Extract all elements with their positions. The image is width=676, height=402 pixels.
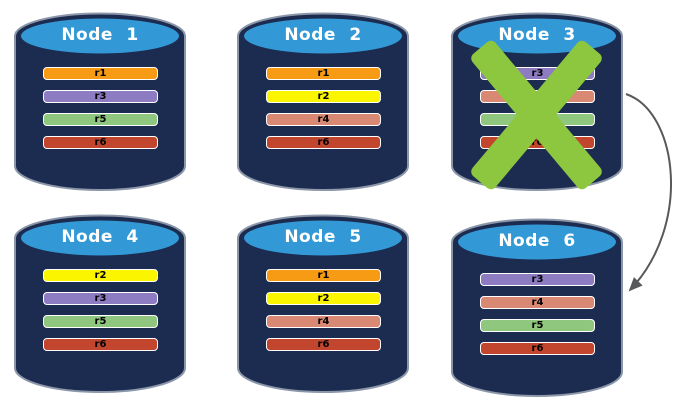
replica-bar-r2: r2 <box>266 292 381 305</box>
node-label: Node 5 <box>284 227 362 247</box>
replica-list: r1 r2 r4 r6 <box>236 9 410 193</box>
replica-bar-r6: r6 <box>43 136 158 149</box>
node-label: Node 3 <box>498 25 576 45</box>
replica-bar-r4: r4 <box>266 113 381 126</box>
replica-list: r1 r2 r4 r6 <box>236 211 410 395</box>
replica-list: r1 r3 r5 r6 <box>13 9 187 193</box>
replica-bar-r1: r1 <box>43 67 158 80</box>
replica-label: r1 <box>317 67 330 79</box>
replica-label: r1 <box>94 67 107 79</box>
replica-label: r5 <box>531 319 544 331</box>
replica-bar-r1: r1 <box>266 67 381 80</box>
replica-label: r6 <box>531 342 544 354</box>
replica-bar-r6: r6 <box>266 338 381 351</box>
replica-label: r6 <box>94 136 107 148</box>
replica-bar-r2: r2 <box>266 90 381 103</box>
replica-label: r2 <box>94 269 107 281</box>
db-node: Node 2 r1 r2 r4 r6 <box>236 9 410 193</box>
replica-label: r1 <box>317 269 330 281</box>
replica-label: r6 <box>317 136 330 148</box>
replica-bar-r5: r5 <box>480 319 595 332</box>
replica-label: r5 <box>94 315 107 327</box>
replica-label: r4 <box>531 296 544 308</box>
replica-label: r3 <box>531 273 544 285</box>
replica-label: r5 <box>94 113 107 125</box>
cylinder-cap-face <box>458 224 616 260</box>
cylinder-cap-face <box>21 18 179 54</box>
cylinder-cap-face <box>244 220 402 256</box>
replica-bar-r6: r6 <box>480 342 595 355</box>
replica-bar-r5: r5 <box>43 113 158 126</box>
replica-label: r6 <box>317 338 330 350</box>
replica-label: r3 <box>531 67 544 79</box>
node-label: Node 1 <box>61 25 139 45</box>
replica-bar-r4: r4 <box>480 296 595 309</box>
db-node: Node 6 r3 r4 r5 r6 <box>450 215 624 399</box>
replica-bar-r6: r6 <box>43 338 158 351</box>
replica-bar-r4: r4 <box>266 315 381 328</box>
cylinder-cap-face <box>244 18 402 54</box>
node-label: Node 2 <box>284 25 362 45</box>
replica-bar-r1: r1 <box>266 269 381 282</box>
replica-bar-r3: r3 <box>43 90 158 103</box>
replica-list: r2 r3 r5 r6 <box>13 211 187 395</box>
db-node: Node 4 r2 r3 r5 r6 <box>13 211 187 395</box>
cylinder-cap-face <box>21 220 179 256</box>
node-label: Node 6 <box>498 231 576 251</box>
replica-label: r2 <box>317 90 330 102</box>
db-node: Node 1 r1 r3 r5 r6 <box>13 9 187 193</box>
replica-bar-r6: r6 <box>266 136 381 149</box>
replica-bar-r5: r5 <box>43 315 158 328</box>
replica-bar-r3: r3 <box>480 273 595 286</box>
replica-label: r4 <box>317 113 330 125</box>
replica-bar-r3: r3 <box>43 292 158 305</box>
replica-list: r3 r4 r5 r6 <box>450 215 624 399</box>
failover-arrow-path <box>625 93 672 292</box>
replica-label: r3 <box>94 292 107 304</box>
replica-label: r2 <box>317 292 330 304</box>
replica-label: r4 <box>317 315 330 327</box>
replica-label: r3 <box>94 90 107 102</box>
replica-label: r6 <box>94 338 107 350</box>
failure-x-icon <box>450 9 624 193</box>
db-node: Node 5 r1 r2 r4 r6 <box>236 211 410 395</box>
replica-bar-r2: r2 <box>43 269 158 282</box>
replica-label: r6 <box>531 136 544 148</box>
node-label: Node 4 <box>61 227 139 247</box>
